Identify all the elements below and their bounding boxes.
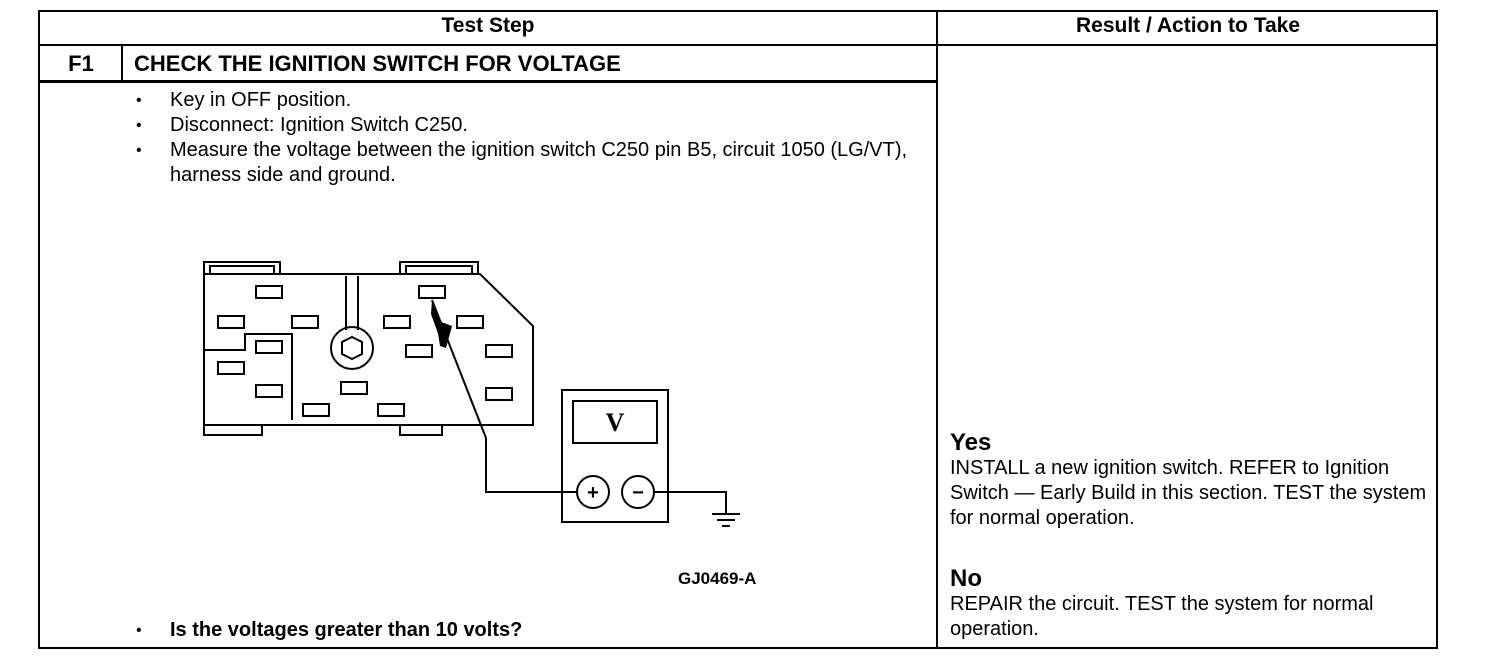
connector-tab [203,261,281,274]
step-question: Is the voltages greater than 10 volts? [132,618,522,643]
header-result-action: Result / Action to Take [1075,14,1301,37]
pin-cavity [291,315,319,329]
connector-tab [399,425,443,436]
yes-text: INSTALL a new ignition switch. REFER to … [950,457,1427,529]
pin-cavity [456,315,484,329]
pin-cavity [485,344,513,358]
title-divider [38,80,938,83]
minus-terminal [621,475,655,509]
probe-body [436,320,452,348]
no-heading: No [950,565,982,592]
meter-label: V [606,408,625,437]
result-yes: Yes INSTALL a new ignition switch. REFER… [950,430,1430,531]
pin-cavity [255,340,283,354]
result-no: No REPAIR the circuit. TEST the system f… [950,566,1430,642]
step-title: CHECK THE IGNITION SWITCH FOR VOLTAGE [134,51,621,76]
connector-key [204,333,293,420]
multimeter [561,389,669,523]
pin-cavity-b5 [418,285,446,299]
connector-tab [203,425,263,436]
meter-display [572,400,658,444]
yes-heading: Yes [950,429,992,456]
pin-cavity [485,387,513,401]
pin-cavity [217,361,245,375]
instruction-item: Measure the voltage between the ignition… [132,138,922,188]
step-instructions: Key in OFF position. Disconnect: Ignitio… [132,88,922,188]
pin-cavity [383,315,411,329]
connector-body [203,273,534,426]
pin-cavity [255,285,283,299]
minus-label: − [632,482,644,504]
figure-code: GJ0469-A [678,569,757,588]
pin-cavity [217,315,245,329]
connector-tab-inner [405,265,473,274]
pin-cavity [405,344,433,358]
pin-cavity [255,384,283,398]
instruction-item: Disconnect: Ignition Switch C250. [132,113,922,138]
test-step-table [38,10,1438,649]
step-id: F1 [68,51,94,76]
pin-cavity [302,403,330,417]
connector-tab [399,261,479,274]
pin-cavity [377,403,405,417]
ground-icon [712,513,740,527]
connector-tab-inner [209,265,275,274]
plus-label: + [587,482,599,504]
no-text: REPAIR the circuit. TEST the system for … [950,593,1374,640]
header-divider [38,44,1438,46]
stud-post [345,276,359,330]
column-divider [936,10,938,649]
stud-nut [341,335,363,361]
probe-lead [431,299,576,493]
ground-lead [655,491,727,514]
plus-terminal [576,475,610,509]
step-id-divider [121,44,123,82]
stud-ring [330,326,374,370]
instruction-item: Key in OFF position. [132,88,922,113]
pin-cavity [340,381,368,395]
header-test-step: Test Step [441,14,535,37]
